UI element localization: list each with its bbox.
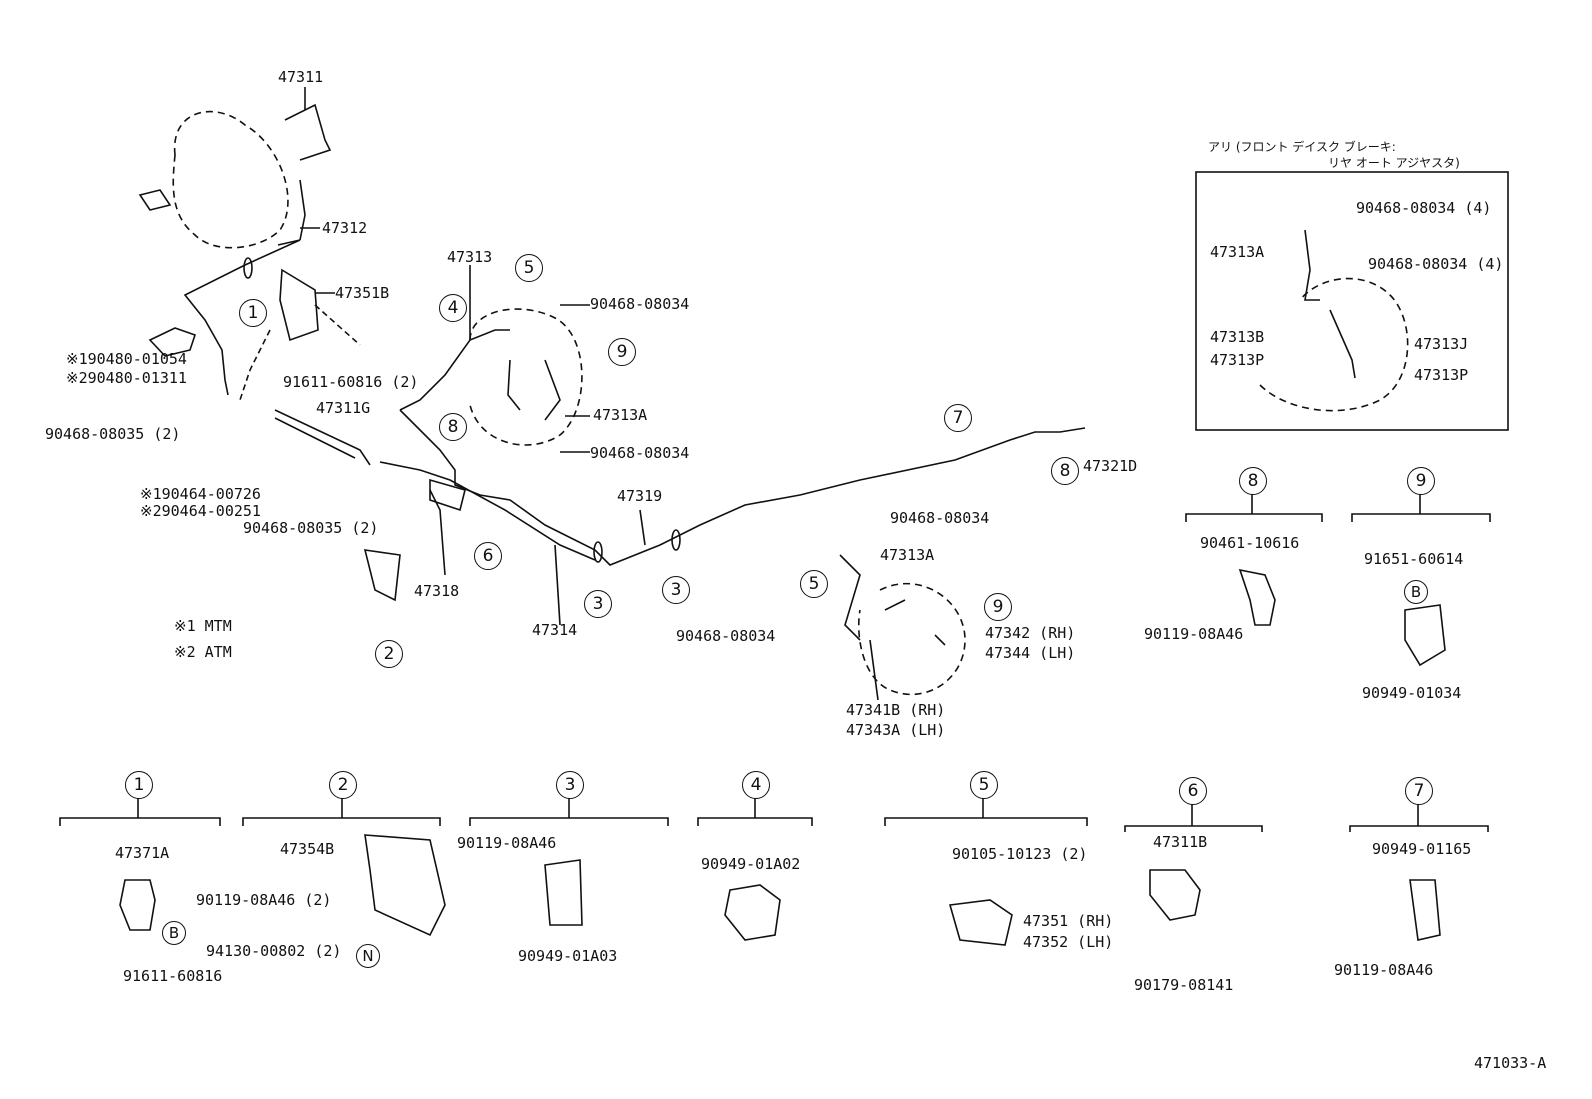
detail-label-d6-1: 90179-08141 xyxy=(1134,976,1234,994)
callout-c3a: 3 xyxy=(584,590,612,618)
part-label-p90464b: ※290464-00251 xyxy=(140,502,261,520)
detail-badge-d9: B xyxy=(1404,580,1428,604)
part-label-p90468b: 90468-08035 (2) xyxy=(243,519,379,537)
detail-callout-d1: 1 xyxy=(125,771,153,799)
detail-label-d5-2: 47352 (LH) xyxy=(1023,933,1114,951)
detail-callout-d8: 8 xyxy=(1239,467,1267,495)
part-label-p47319: 47319 xyxy=(617,487,663,505)
part-label-p47318: 47318 xyxy=(414,582,460,600)
callout-c2: 2 xyxy=(375,640,403,668)
figure-code: 471033-A xyxy=(1474,1054,1547,1072)
part-label-p47341B: 47341B (RH) xyxy=(846,701,946,719)
part-label-p47312: 47312 xyxy=(322,219,368,237)
callout-c9b: 9 xyxy=(984,593,1012,621)
part-label-p47321D: 47321D xyxy=(1083,457,1138,475)
inset-label-i2: 47313A xyxy=(1210,243,1265,261)
part-label-p47344: 47344 (LH) xyxy=(985,644,1076,662)
detail-callout-d4: 4 xyxy=(742,771,770,799)
detail-label-d9-0: 91651-60614 xyxy=(1364,550,1464,568)
inset-label-i6: 47313P xyxy=(1210,351,1265,369)
detail-callout-d9: 9 xyxy=(1407,467,1435,495)
detail-label-d3-1: 90949-01A03 xyxy=(518,947,618,965)
part-label-p90468a: 90468-08035 (2) xyxy=(45,425,181,443)
detail-label-d3-0: 90119-08A46 xyxy=(457,834,557,852)
part-label-p47343A: 47343A (LH) xyxy=(846,721,946,739)
part-label-p47311G: 47311G xyxy=(316,399,371,417)
part-label-p90468c: 90468-08034 xyxy=(590,295,690,313)
inset-label-i7: 47313P xyxy=(1414,366,1469,384)
part-label-p90480a: ※190480-01054 xyxy=(66,350,187,368)
detail-badge-d1: B xyxy=(162,921,186,945)
part-label-p91611: 91611-60816 (2) xyxy=(283,373,419,391)
part-label-pMTM: ※1 MTM xyxy=(174,617,232,635)
callout-c8b: 8 xyxy=(1051,457,1079,485)
part-label-p90468f: 90468-08034 xyxy=(676,627,776,645)
callout-c3b: 3 xyxy=(662,576,690,604)
part-label-p47351B: 47351B xyxy=(335,284,390,302)
detail-label-d8-1: 90119-08A46 xyxy=(1144,625,1244,643)
inset-label-i3: 90468-08034 (4) xyxy=(1368,255,1504,273)
inset-label-i5: 47313J xyxy=(1414,335,1469,353)
inset-heading-line-1: アリ (フロント デイスク ブレーキ: xyxy=(1208,140,1396,154)
part-label-p47313A1: 47313A xyxy=(593,406,648,424)
callout-c6: 6 xyxy=(474,542,502,570)
detail-callout-d7: 7 xyxy=(1405,777,1433,805)
detail-label-d4-0: 90949-01A02 xyxy=(701,855,801,873)
callout-c1: 1 xyxy=(239,299,267,327)
detail-label-d9-1: 90949-01034 xyxy=(1362,684,1462,702)
detail-callout-d2: 2 xyxy=(329,771,357,799)
part-label-pATM: ※2 ATM xyxy=(174,643,232,661)
detail-label-d5-0: 90105-10123 (2) xyxy=(952,845,1088,863)
detail-label-d5-1: 47351 (RH) xyxy=(1023,912,1114,930)
callout-c5a: 5 xyxy=(515,254,543,282)
detail-label-d6-0: 47311B xyxy=(1153,833,1208,851)
detail-label-d2-2: 94130-00802 (2) xyxy=(206,942,342,960)
detail-label-d2-0: 47354B xyxy=(280,840,335,858)
callout-c5b: 5 xyxy=(800,570,828,598)
part-label-p47314: 47314 xyxy=(532,621,578,639)
detail-label-d1-1: 91611-60816 xyxy=(123,967,223,985)
part-label-p47311: 47311 xyxy=(278,68,324,86)
callout-c4: 4 xyxy=(439,294,467,322)
part-label-p47313: 47313 xyxy=(447,248,493,266)
part-label-p90464a: ※190464-00726 xyxy=(140,485,261,503)
part-label-p90468e: 90468-08034 xyxy=(890,509,990,527)
detail-label-d2-1: 90119-08A46 (2) xyxy=(196,891,332,909)
detail-callout-d6: 6 xyxy=(1179,777,1207,805)
callout-c7a: 7 xyxy=(944,404,972,432)
part-label-p90480b: ※290480-01311 xyxy=(66,369,187,387)
callout-c9a: 9 xyxy=(608,338,636,366)
detail-label-d7-1: 90119-08A46 xyxy=(1334,961,1434,979)
detail-label-d7-0: 90949-01165 xyxy=(1372,840,1472,858)
inset-label-i4: 47313B xyxy=(1210,328,1265,346)
part-label-p47313A2: 47313A xyxy=(880,546,935,564)
callout-c8a: 8 xyxy=(439,413,467,441)
detail-label-d8-0: 90461-10616 xyxy=(1200,534,1300,552)
detail-badge-d2: N xyxy=(356,944,380,968)
detail-callout-d3: 3 xyxy=(556,771,584,799)
detail-label-d1-0: 47371A xyxy=(115,844,170,862)
detail-callout-d5: 5 xyxy=(970,771,998,799)
inset-label-i1: 90468-08034 (4) xyxy=(1356,199,1492,217)
inset-heading-line-2: リヤ オート アジヤスタ) xyxy=(1328,156,1460,170)
part-label-p47342: 47342 (RH) xyxy=(985,624,1076,642)
part-label-p90468d: 90468-08034 xyxy=(590,444,690,462)
